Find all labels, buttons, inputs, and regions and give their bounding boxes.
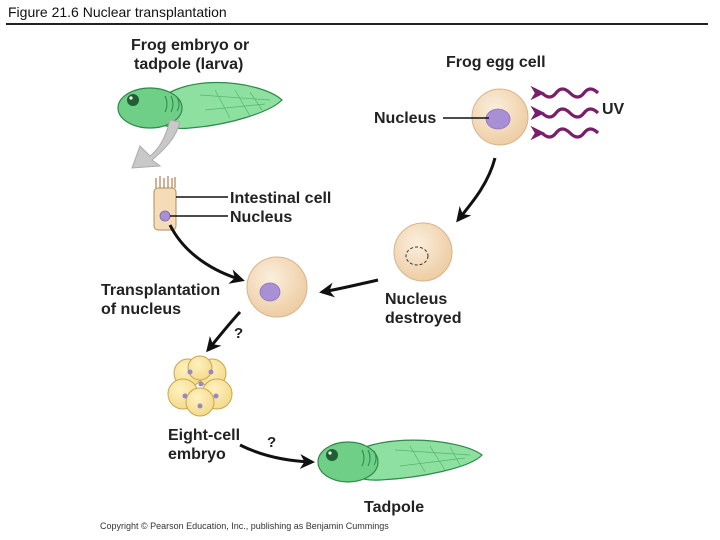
frog-larva-illustration [117,82,283,130]
frog-embryo-label-line1: Frog embryo or [131,37,250,54]
tadpole-illustration [317,439,483,483]
arrow-nucleus-to-egg [168,224,245,284]
arrow-destroyed-to-transplant [319,278,379,298]
tadpole-label: Tadpole [364,499,425,516]
intestinal-cell-label: Intestinal cell [230,190,332,207]
intestinal-nucleus-label: Nucleus [230,209,293,226]
nucleus-destroyed-label-line1: Nucleus [385,291,448,308]
uv-label: UV [602,101,625,118]
frog-egg-cell-label: Frog egg cell [446,54,546,71]
question-mark-1: ? [234,325,244,342]
transplantation-label-line2: of nucleus [101,301,182,318]
eight-cell-label-line1: Eight-cell [168,427,241,444]
egg-nucleus-label: Nucleus [374,110,437,127]
nucleus-destroyed-label-line2: destroyed [385,310,462,327]
enucleated-egg [393,222,453,282]
eight-cell-label-line2: embryo [168,446,226,463]
question-mark-2: ? [267,434,277,451]
gray-arrow [131,119,181,169]
copyright-notice: Copyright © Pearson Education, Inc., pub… [100,521,389,531]
title-rule [6,23,708,25]
arrow-embryo-to-tadpole [239,443,315,470]
arrow-transplant-to-embryo [206,310,242,353]
frog-egg-cell [471,88,529,146]
figure-title: Figure 21.6 Nuclear transplantation [8,4,227,20]
uv-waves [539,87,600,147]
transplant-egg [246,256,308,318]
arrow-egg-to-destroyed [456,157,497,223]
transplantation-label-line1: Transplantation [101,282,221,299]
eight-cell-embryo-illustration [167,355,233,417]
frog-embryo-label-line2: tadpole (larva) [134,56,244,73]
intestinal-cell-illustration [153,176,177,231]
